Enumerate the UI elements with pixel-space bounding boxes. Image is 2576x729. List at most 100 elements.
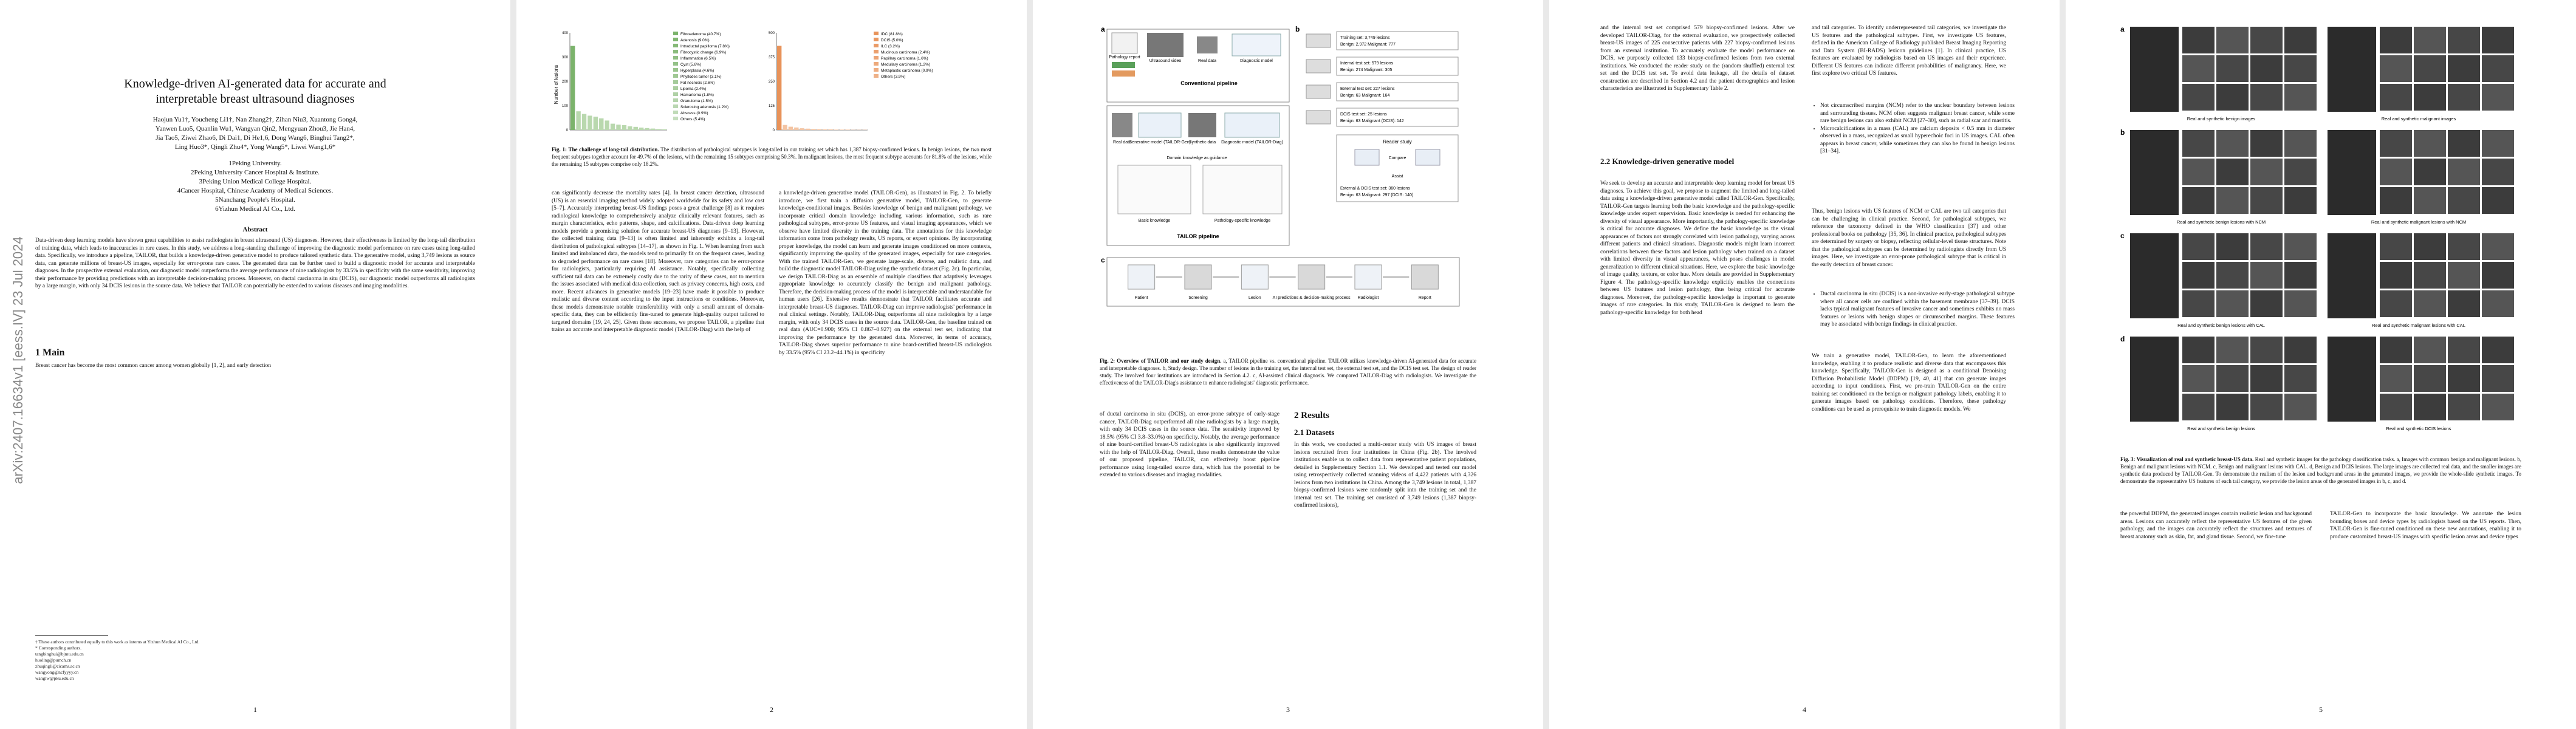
column-left-body: We seek to develop an accurate and inter…	[1600, 180, 1795, 316]
benign-legend: Fibroadenoma (40.7%)Adenosis (9.0%)Intra…	[673, 32, 730, 122]
y-tick-label: 500	[769, 32, 775, 35]
synthetic-ultrasound-image	[2284, 290, 2317, 317]
conventional-box	[1106, 29, 1290, 103]
synthetic-ultrasound-image	[2414, 337, 2446, 363]
synthetic-ultrasound-image	[2216, 233, 2249, 260]
synthetic-ultrasound-image	[2448, 233, 2480, 260]
footnote: huoling@pumch.cn	[35, 657, 72, 663]
legend-swatch	[673, 56, 678, 60]
synthetic-ultrasound-image	[2250, 290, 2283, 317]
diagnostic-model-label: Diagnostic model	[1240, 59, 1273, 63]
synthetic-ultrasound-image	[2284, 233, 2317, 260]
legend-swatch	[673, 80, 678, 84]
synthetic-ultrasound-image	[2414, 27, 2446, 53]
svg-text:Training set: 3,749 lesions: Training set: 3,749 lesions	[1340, 36, 1390, 40]
bar	[840, 129, 844, 130]
bar	[823, 129, 827, 130]
synthetic-ultrasound-image	[2482, 159, 2514, 185]
svg-text:External & DCIS test set: 360: External & DCIS test set: 360 lesions	[1340, 187, 1410, 191]
bar	[628, 126, 632, 130]
y-tick-label: 0	[773, 129, 775, 132]
legend-entry: Granuloma (1.5%)	[680, 99, 713, 103]
arxiv-stamp: arXiv:2407.16634v1 [eess.IV] 23 Jul 2024	[10, 236, 26, 484]
legend-swatch	[874, 56, 879, 60]
footnote: tangbinghui@bjmu.edu.cn	[35, 651, 84, 657]
legend-entry: Lipoma (2.4%)	[680, 87, 706, 91]
section-2-2-heading: 2.2 Knowledge-driven generative model	[1600, 157, 1735, 166]
flow-step-label: Radiologist	[1358, 296, 1379, 300]
panel-caption-label: Real and synthetic benign images	[2187, 116, 2256, 122]
legend-swatch	[673, 32, 678, 35]
list-item: Microcalcifications in a mass (CAL) are …	[1820, 125, 2015, 156]
synthetic-ultrasound-image	[2250, 187, 2283, 214]
synthetic-ultrasound-image	[2482, 394, 2514, 420]
legend-swatch	[673, 98, 678, 102]
affiliations: 1Peking University. 2Peking University C…	[177, 160, 334, 213]
bar	[650, 128, 656, 130]
synthetic-ultrasound-image	[2414, 84, 2446, 111]
synthetic-ultrasound-image	[2414, 262, 2446, 289]
synthetic-ultrasound-image	[2182, 290, 2215, 317]
synthetic-ultrasound-image	[2448, 262, 2480, 289]
synthetic-ultrasound-image	[2182, 365, 2215, 392]
page-number: 3	[1286, 705, 1290, 714]
pathology-report-icon	[1111, 32, 1138, 54]
synthetic-ultrasound-image	[2414, 159, 2446, 185]
svg-text:DCIS test set: 25 lesions: DCIS test set: 25 lesions	[1340, 112, 1387, 117]
author-list: Haojun Yu1†, Youcheng Li1†, Nan Zhang2†,…	[152, 116, 358, 151]
flow-step-label: Report	[1419, 296, 1431, 300]
column-left-top: and the internal test set comprised 579 …	[1600, 25, 1795, 92]
synthetic-data-label: Synthetic data	[1189, 140, 1216, 145]
svg-text:Benign: 274 Malignant: 305: Benign: 274 Malignant: 305	[1340, 68, 1392, 72]
synthetic-ultrasound-image	[2216, 262, 2249, 289]
page-4: and the internal test set comprised 579 …	[1549, 0, 2060, 729]
synthetic-ultrasound-image	[2216, 337, 2249, 363]
bar	[800, 128, 804, 130]
panel-label-b: b	[1295, 25, 1300, 33]
synthetic-ultrasound-image	[2182, 84, 2215, 111]
pathology-knowledge-box	[1202, 165, 1283, 214]
footnotes: † These authors contributed equally to t…	[35, 639, 236, 682]
legend-swatch	[874, 50, 879, 53]
legend-entry: Adenosis (9.0%)	[680, 38, 710, 43]
panel-caption-label: Real and synthetic malignant lesions wit…	[2372, 323, 2465, 328]
synthetic-ultrasound-image	[2482, 262, 2514, 289]
synthetic-ultrasound-image	[2284, 337, 2317, 363]
bar	[845, 129, 850, 130]
panel-caption-label: Real and synthetic benign lesions with C…	[2177, 323, 2265, 328]
list-item: Ductal carcinoma in situ (DCIS) is a non…	[1820, 290, 2015, 329]
generative-model-icon	[1138, 112, 1182, 138]
tailor-diag-icon	[1224, 112, 1280, 138]
synthetic-ultrasound-image	[2380, 27, 2412, 53]
tailor-real-data-label: Real data	[1113, 140, 1131, 145]
bar	[570, 46, 575, 130]
conventional-pipeline-label: Conventional pipeline	[1180, 80, 1238, 86]
malignant-tag	[1112, 70, 1135, 77]
legend-swatch	[874, 62, 879, 66]
synthetic-ultrasound-image	[2482, 187, 2514, 214]
synthetic-ultrasound-image	[2284, 159, 2317, 185]
legend-swatch	[673, 117, 678, 120]
column-left: of ductal carcinoma in situ (DCIS), an e…	[1100, 411, 1279, 478]
legend-swatch	[673, 44, 678, 47]
legend-swatch	[874, 44, 879, 47]
panel-label: a	[2120, 25, 2125, 33]
legend-entry: Fibrocystic change (6.9%)	[680, 50, 726, 55]
y-axis-label: Number of lesions	[553, 65, 559, 104]
tailor-pipeline-label: TAILOR pipeline	[1177, 233, 1219, 239]
real-data-thumbs	[1197, 36, 1218, 53]
synthetic-ultrasound-image	[2414, 233, 2446, 260]
synthetic-ultrasound-image	[2482, 27, 2514, 53]
real-ultrasound-image	[2130, 27, 2179, 112]
y-tick-label: 400	[562, 32, 569, 35]
y-tick-label: 250	[769, 80, 775, 84]
flow-step-icon	[1411, 264, 1439, 290]
footnote: † These authors contributed equally to t…	[35, 639, 200, 645]
legend-entry: Cyst (5.6%)	[680, 63, 701, 67]
legend-swatch	[673, 104, 678, 108]
bar	[581, 114, 587, 130]
legend-entry: Abscess (0.9%)	[680, 111, 708, 115]
real-ultrasound-image	[2328, 27, 2376, 112]
tailor-box	[1106, 105, 1290, 246]
